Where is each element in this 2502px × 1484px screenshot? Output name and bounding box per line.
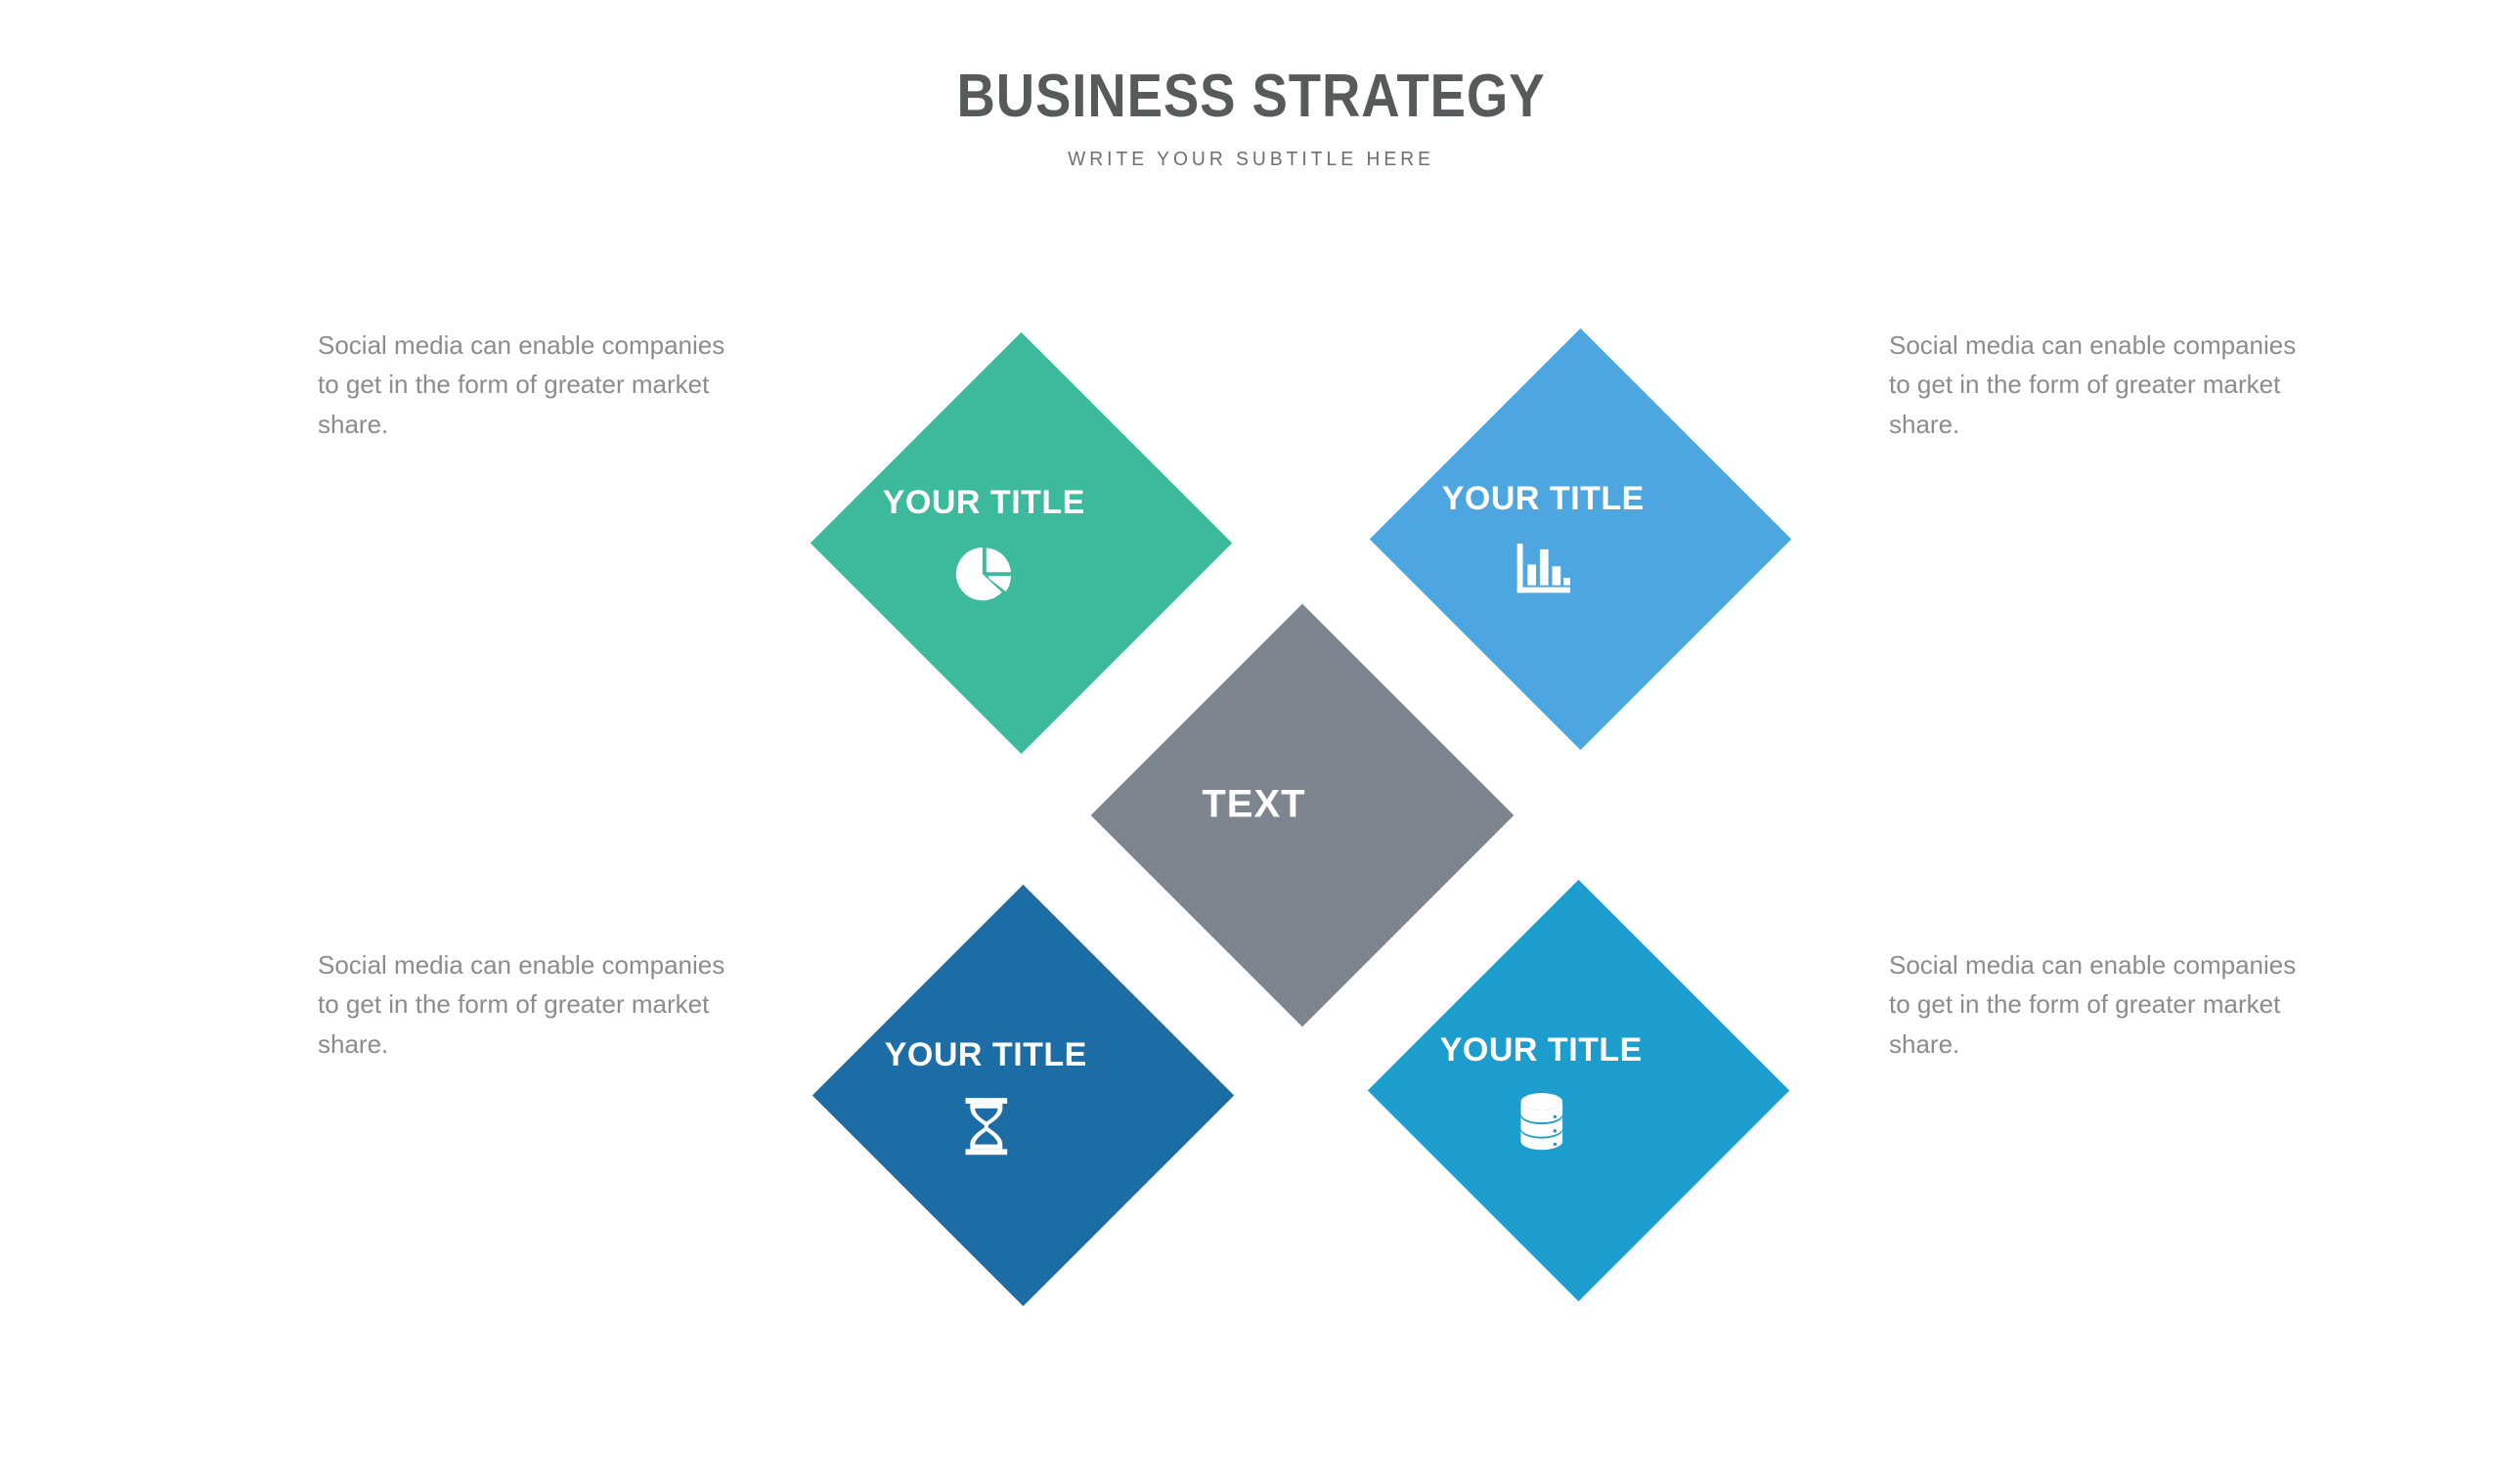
page-title: BUSINESS STRATEGY: [956, 63, 1546, 130]
diamond-title-bottom-left: YOUR TITLE: [884, 1036, 1087, 1074]
description-top-right: Social media can enable companies to get…: [1889, 330, 2297, 439]
page-subtitle: WRITE YOUR SUBTITLE HERE: [1068, 149, 1434, 170]
diamond-title-top-right: YOUR TITLE: [1441, 480, 1645, 518]
center-diamond-label: TEXT: [1202, 782, 1306, 826]
diamond-card-top-left[interactable]: YOUR TITLE: [810, 331, 1233, 755]
diamond-card-bottom-right[interactable]: YOUR TITLE: [1367, 879, 1790, 1302]
pie-chart-icon: [953, 544, 1014, 609]
diamond-content-bottom-right: YOUR TITLE: [1392, 926, 1690, 1330]
diamond-content-top-left: YOUR TITLE: [835, 378, 1133, 782]
bar-chart-icon: [1513, 540, 1573, 605]
database-icon: [1514, 1091, 1568, 1157]
header: BUSINESS STRATEGY WRITE YOUR SUBTITLE HE…: [0, 0, 2502, 171]
hourglass-icon: [957, 1096, 1014, 1161]
description-bottom-right: Social media can enable companies to get…: [1889, 950, 2297, 1059]
center-diamond-content: TEXT: [1105, 645, 1404, 1081]
diamond-content-top-right: YOUR TITLE: [1394, 374, 1692, 778]
description-top-left: Social media can enable companies to get…: [318, 330, 725, 439]
diamond-title-bottom-right: YOUR TITLE: [1439, 1031, 1643, 1069]
description-bottom-left: Social media can enable companies to get…: [318, 950, 725, 1059]
diamond-title-top-left: YOUR TITLE: [882, 484, 1085, 522]
diamond-card-top-right[interactable]: YOUR TITLE: [1369, 327, 1792, 751]
diamond-content-bottom-left: YOUR TITLE: [837, 931, 1135, 1334]
diamond-card-bottom-left[interactable]: YOUR TITLE: [812, 884, 1235, 1307]
